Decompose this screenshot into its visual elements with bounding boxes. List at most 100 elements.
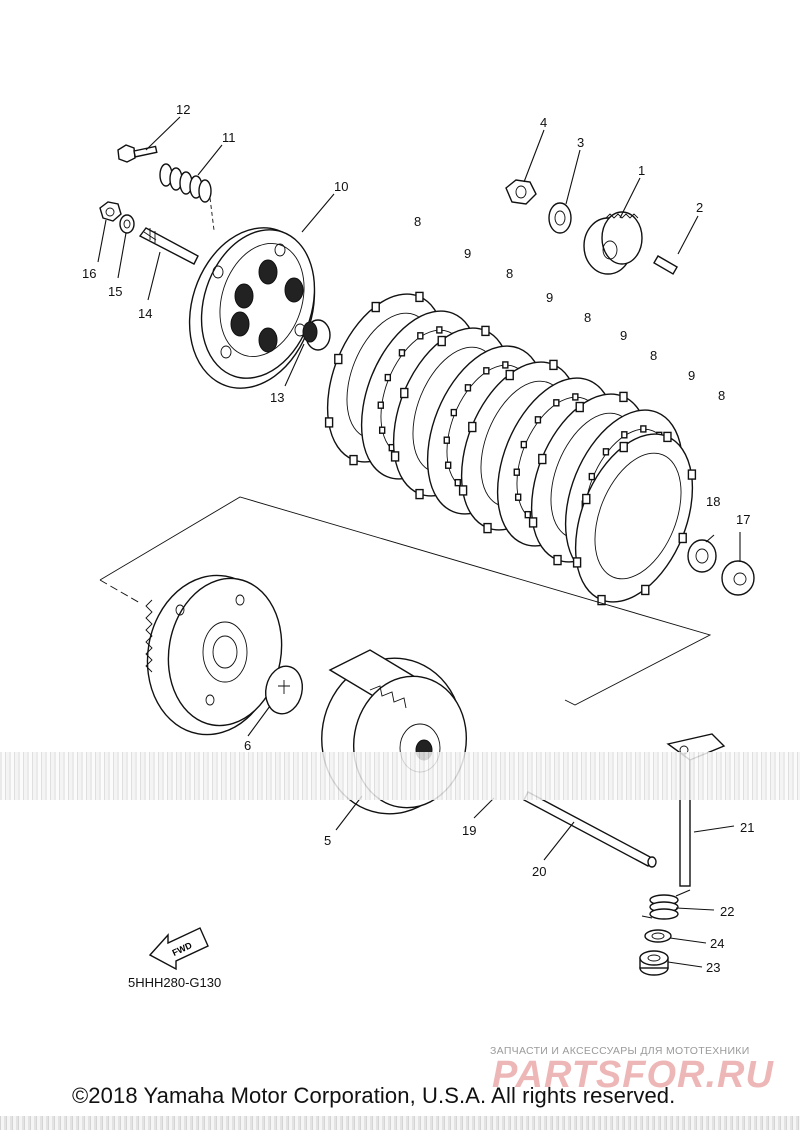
plate-tooth [443,436,450,444]
plate-tooth [588,472,596,481]
plate-tab [619,441,628,453]
part-primary-gear-1 [583,211,643,275]
plate-tooth [553,399,560,407]
plate-tooth [384,373,392,382]
plate-tooth [514,493,522,501]
callout-9-2: 9 [546,290,553,305]
plate-tab [687,469,697,480]
callout-16: 16 [82,266,96,281]
callout-14: 14 [138,306,152,321]
plate-tab [572,557,582,568]
plate-tooth [417,332,424,340]
callout-1: 1 [638,163,645,178]
plate-tooth [398,349,406,357]
plate-tab [334,353,343,365]
scan-noise-band [0,752,800,800]
part-shaft-20 [523,791,657,868]
plate-inner-edge [594,452,682,580]
plate-tab [538,453,547,465]
assembly-outline [99,496,712,706]
plate-tooth [378,426,386,434]
part-bearing-13 [302,319,331,351]
part-collar-18 [687,539,717,573]
callout-3: 3 [577,135,584,150]
part-pushrod-14 [138,227,199,265]
plate-tooth [572,393,579,401]
part-washer-24 [644,929,672,943]
part-bolt-12 [117,144,158,163]
part-key-2 [653,255,679,275]
callout-21: 21 [740,820,754,835]
leader-lines [97,116,741,968]
plate-tab [349,454,358,466]
callout-labels: 12 11 10 16 15 14 13 4 3 1 2 8 9 8 9 8 9… [82,102,754,975]
plate-tab [641,584,650,596]
plate-tab [468,421,477,433]
callout-9-1: 9 [464,246,471,261]
callout-8-3: 8 [584,310,591,325]
friction-plate [572,431,697,606]
plate-tab [582,493,591,505]
part-washer-17 [721,560,755,596]
callout-9-3: 9 [620,328,627,343]
callout-8-4: 8 [650,348,657,363]
plate-tooth [454,478,461,487]
part-nut-4 [505,179,537,205]
callout-11: 11 [222,130,236,145]
plate-tooth [602,448,610,456]
plate-tab [390,451,400,462]
plate-tooth [444,461,452,469]
callout-19: 19 [462,823,476,838]
plate-tab [483,522,492,534]
plate-tooth [450,408,458,417]
plate-tooth [524,510,531,519]
plate-tab [575,401,584,413]
part-washer-3 [548,202,572,234]
callout-4: 4 [540,115,547,130]
plate-tooth [520,440,528,449]
callout-18: 18 [706,494,720,509]
scan-noise-bottom [0,1116,800,1130]
plate-tooth [513,468,520,476]
plate-tab [553,554,562,566]
watermark-logo: PARTSFOR.RU [492,1054,774,1096]
part-spring-22 [641,889,691,920]
callout-6: 6 [244,738,251,753]
fwd-arrow-icon: FWD [148,927,209,971]
plate-tab [597,594,606,606]
callout-12: 12 [176,102,190,117]
callout-10: 10 [334,179,348,194]
part-clutch-housing [145,574,283,736]
callout-8-2: 8 [506,266,513,281]
plate-tooth [464,384,472,392]
part-washer-6 [264,665,304,715]
callout-15: 15 [108,284,122,299]
callout-20: 20 [532,864,546,879]
diagram-code: 5HHH280-G130 [128,975,222,990]
watermark-tagline: ЗАПЧАСТИ И АКСЕССУАРЫ ДЛЯ МОТОТЕХНИКИ [490,1045,750,1057]
callout-17: 17 [736,512,750,527]
plate-tooth [483,367,490,375]
clutch-plate-stack [324,291,697,606]
plate-tab [663,431,672,443]
part-spring-11 [159,163,215,231]
callout-9-4: 9 [688,368,695,383]
plate-tab [458,485,468,496]
callout-5: 5 [324,833,331,848]
callout-13: 13 [270,390,284,405]
callout-23: 23 [706,960,720,975]
part-nut-16 [99,201,122,222]
plate-tab [415,291,424,303]
plate-tab [415,488,424,500]
callout-24: 24 [710,936,724,951]
plate-tab [371,301,380,313]
plate-tab [678,532,687,544]
plate-tab [549,359,558,371]
part-washer-15 [119,214,135,234]
callout-8-1: 8 [414,214,421,229]
plate-tooth [640,425,647,433]
callout-2: 2 [696,200,703,215]
plate-tab [437,335,446,347]
plate-tooth [436,326,443,334]
